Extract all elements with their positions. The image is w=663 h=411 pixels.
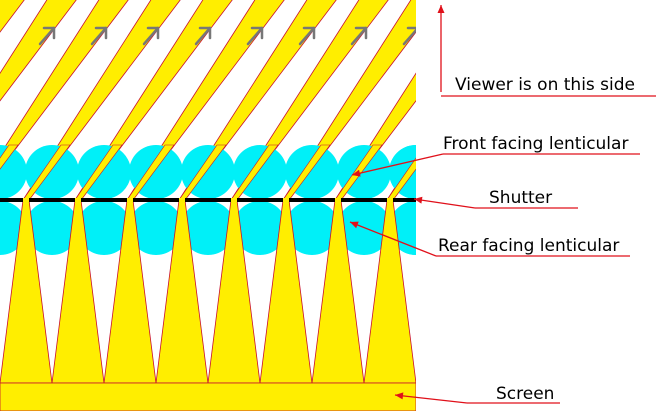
arrow-head — [302, 26, 316, 40]
front-lenticular-pointer — [351, 153, 444, 177]
screen-pointer — [394, 392, 468, 404]
screen-panel — [0, 382, 416, 411]
pointer-arrowhead — [350, 221, 359, 229]
arrow-head — [146, 26, 160, 40]
arrow-up-right-icon — [38, 26, 56, 46]
arrow-shaft — [350, 26, 368, 46]
front-lens — [389, 145, 416, 199]
front-lenticular-label: Front facing lenticular — [443, 134, 629, 154]
shutter-aperture — [387, 198, 393, 202]
arrow-head — [198, 26, 212, 40]
arrow-up-right-icon — [90, 26, 108, 46]
shutter-label: Shutter — [489, 188, 553, 208]
pointer-arrowhead — [414, 196, 423, 204]
arrow-up-right-icon — [402, 26, 416, 46]
arrow-shaft — [194, 26, 212, 46]
viewer-side-label: Viewer is on this side — [455, 75, 636, 95]
shutter-bar — [0, 198, 416, 202]
arrow-up-right-icon — [246, 26, 264, 46]
annotation-lines — [349, 5, 656, 404]
arrow-up-right-icon — [298, 26, 316, 46]
rear-lenticular-pointer — [349, 221, 437, 257]
shutter-aperture — [75, 198, 81, 202]
arrow-shaft — [142, 26, 160, 46]
rear-lens — [181, 201, 235, 255]
shutter-aperture — [23, 198, 29, 202]
arrow-shaft — [402, 28, 416, 46]
rear-lens — [25, 201, 79, 255]
rear-lenticular-label: Rear facing lenticular — [438, 236, 620, 256]
front-light-beam — [0, 0, 25, 33]
pointer-line — [394, 394, 468, 404]
arrow-head — [406, 26, 416, 30]
shutter-aperture — [283, 198, 289, 202]
arrow-head — [42, 26, 56, 40]
arrow-up-right-icon — [194, 26, 212, 46]
shutter-aperture — [179, 198, 185, 202]
front-light-beam — [0, 0, 129, 171]
shutter-pointer — [413, 196, 476, 209]
arrow-up-right-icon — [142, 26, 160, 46]
shutter-aperture — [231, 198, 237, 202]
direction-arrows — [38, 26, 416, 46]
arrow-shaft — [298, 26, 316, 46]
arrow-shaft — [246, 26, 264, 46]
arrow-up-right-icon — [350, 26, 368, 46]
rear-lens — [77, 201, 131, 255]
arrow-shaft — [90, 26, 108, 46]
diagram-panel — [0, 0, 416, 411]
front-light-beam — [0, 144, 19, 170]
rear-light-beams — [0, 199, 416, 384]
arrow-head — [250, 26, 264, 40]
rear-lens — [129, 201, 183, 255]
viewer-arrow — [437, 5, 445, 92]
rear-lens — [285, 201, 339, 255]
shutter-aperture — [127, 198, 133, 202]
pointer-line — [351, 153, 444, 176]
rear-lens — [233, 201, 287, 255]
pointer-line — [413, 198, 476, 209]
front-light-beam — [0, 0, 77, 102]
arrow-head — [354, 26, 368, 40]
pointer-arrowhead — [352, 169, 361, 177]
pointer-line — [349, 221, 437, 257]
arrow-shaft — [38, 26, 56, 46]
pointer-arrowhead — [437, 5, 445, 13]
shutter-aperture — [335, 198, 341, 202]
pointer-arrowhead — [395, 392, 404, 400]
screen-label: Screen — [496, 384, 555, 404]
arrow-head — [94, 26, 108, 40]
shutter — [0, 198, 416, 202]
